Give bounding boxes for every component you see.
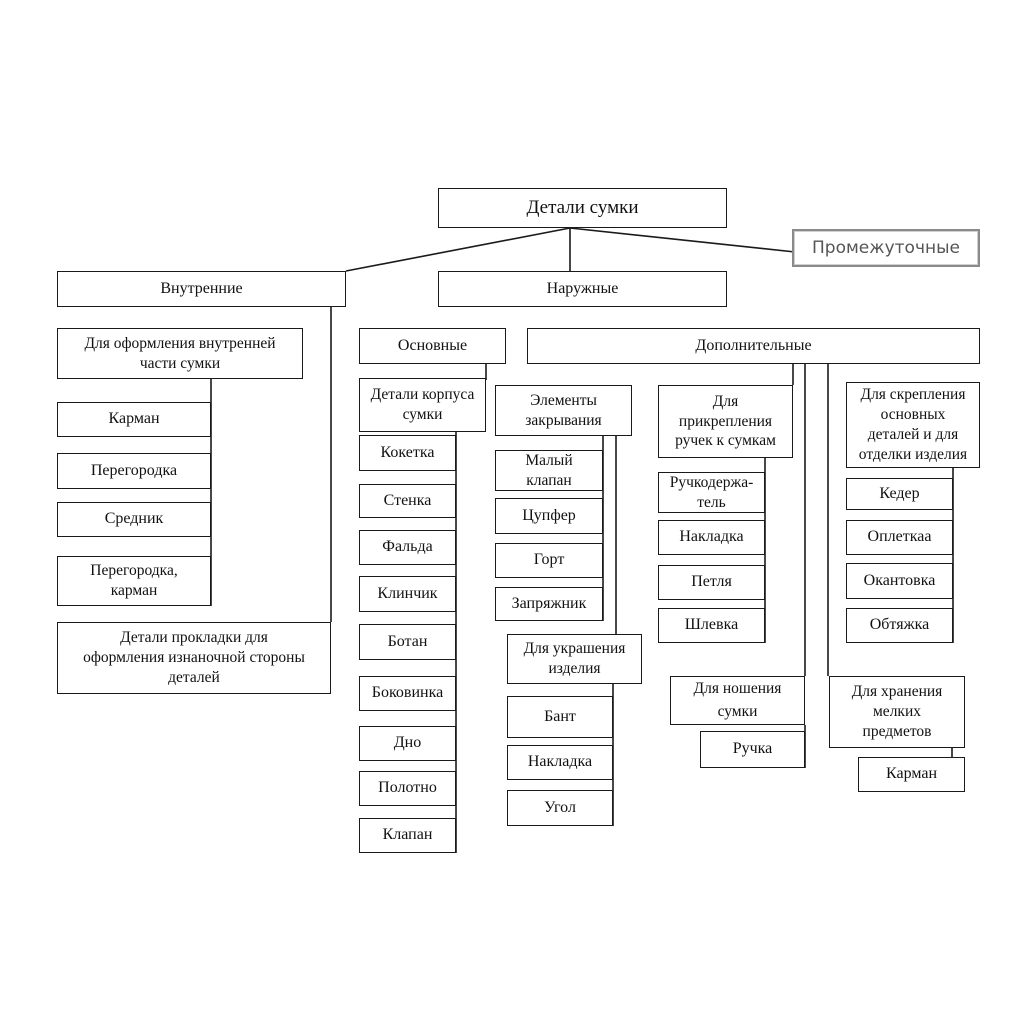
handle-attach-node: Для прикрепления ручек к сумкам — [658, 385, 793, 458]
inner-item: Карман — [57, 402, 211, 437]
external-node: Наружные — [438, 271, 727, 307]
lining-node: Детали прокладки для оформления изнаночн… — [57, 622, 331, 694]
intermediate-node: Промежуточные — [792, 229, 980, 267]
body-part-item: Полотно — [359, 771, 456, 806]
inner-item: Средник — [57, 502, 211, 537]
handle-attach-item: Ручкодержа- тель — [658, 472, 765, 513]
carrying-item: Ручка — [700, 731, 805, 768]
body-part-item: Дно — [359, 726, 456, 761]
body-part-item: Боковинка — [359, 676, 456, 711]
body-part-item: Клапан — [359, 818, 456, 853]
closing-item: Запряжник — [495, 587, 603, 621]
closing-item: Цупфер — [495, 498, 603, 534]
fastening-item: Обтяжка — [846, 608, 953, 643]
decoration-item: Бант — [507, 696, 613, 738]
internal-node: Внутренние — [57, 271, 346, 307]
handle-attach-item: Петля — [658, 565, 765, 600]
decoration-item: Накладка — [507, 745, 613, 780]
closing-item: Малый клапан — [495, 450, 603, 491]
inner-item: Перегородка — [57, 453, 211, 489]
body-parts-node: Детали корпуса сумки — [359, 378, 486, 432]
body-part-item: Фальда — [359, 530, 456, 565]
inner-item: Перегородка, карман — [57, 556, 211, 606]
closing-node: Элементы закрывания — [495, 385, 632, 436]
fastening-item: Оплеткаа — [846, 520, 953, 555]
fastening-node: Для скрепления основных деталей и для от… — [846, 382, 980, 468]
handle-attach-item: Накладка — [658, 520, 765, 555]
main-node: Основные — [359, 328, 506, 364]
carrying-node: Для ношения сумки — [670, 676, 805, 725]
handle-attach-item: Шлевка — [658, 608, 765, 643]
decoration-item: Угол — [507, 790, 613, 826]
root-node: Детали сумки — [438, 188, 727, 228]
body-part-item: Кокетка — [359, 435, 456, 471]
storage-item: Карман — [858, 757, 965, 792]
fastening-item: Окантовка — [846, 563, 953, 599]
inner-design-node: Для оформления внутренней части сумки — [57, 328, 303, 379]
fastening-item: Кедер — [846, 478, 953, 510]
body-part-item: Стенка — [359, 484, 456, 518]
storage-node: Для хранения мелких предметов — [829, 676, 965, 748]
decoration-node: Для украшения изделия — [507, 634, 642, 684]
additional-node: Дополнительные — [527, 328, 980, 364]
body-part-item: Ботан — [359, 624, 456, 660]
closing-item: Горт — [495, 543, 603, 578]
body-part-item: Клинчик — [359, 576, 456, 612]
